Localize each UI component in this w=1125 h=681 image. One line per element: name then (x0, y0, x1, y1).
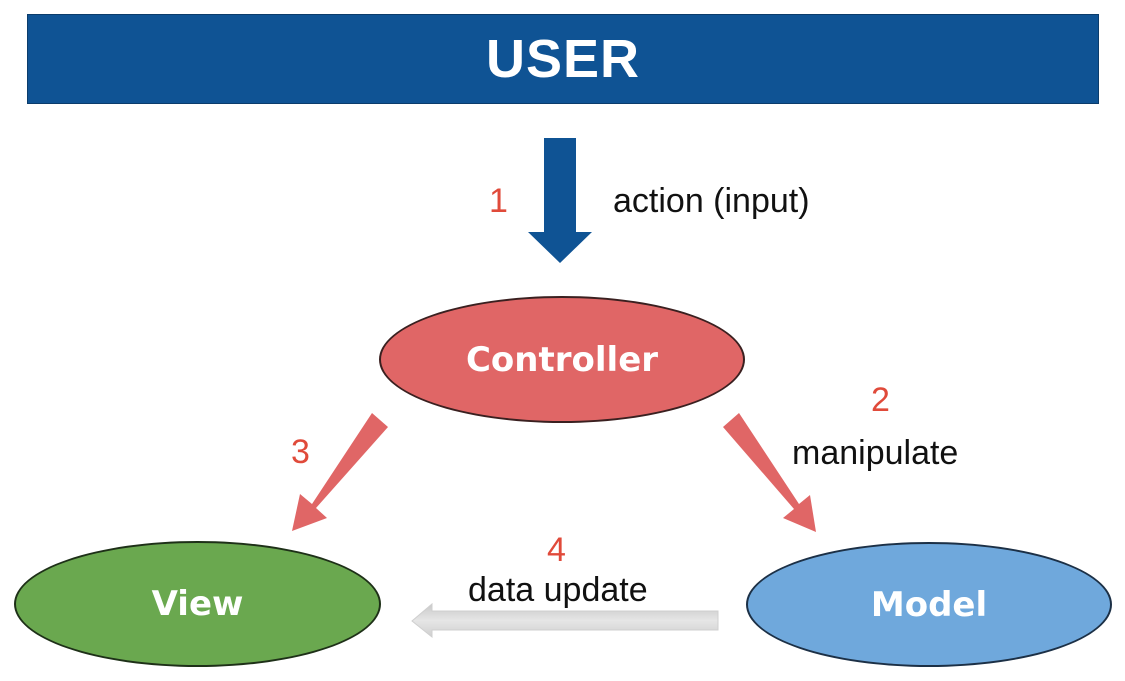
step-2-label: manipulate (792, 434, 959, 472)
step-2-number: 2 (871, 381, 890, 419)
controller-label: Controller (465, 339, 659, 380)
user-label: USER (485, 29, 641, 89)
input-arrow (528, 138, 592, 263)
step-3-number: 3 (291, 433, 310, 471)
controller-node: Controller (379, 296, 745, 423)
data-update-arrow (411, 602, 719, 639)
user-bar: USER (27, 14, 1099, 104)
view-node: View (14, 541, 381, 667)
view-label: View (151, 584, 244, 624)
controller-to-model-arrow (723, 413, 816, 532)
step-1-label: action (input) (613, 182, 810, 220)
controller-to-view-arrow (292, 413, 388, 531)
model-node: Model (746, 542, 1112, 667)
step-4-number: 4 (547, 531, 566, 569)
step-1-number: 1 (489, 182, 508, 220)
step-4-label: data update (468, 571, 648, 609)
model-label: Model (870, 584, 988, 625)
